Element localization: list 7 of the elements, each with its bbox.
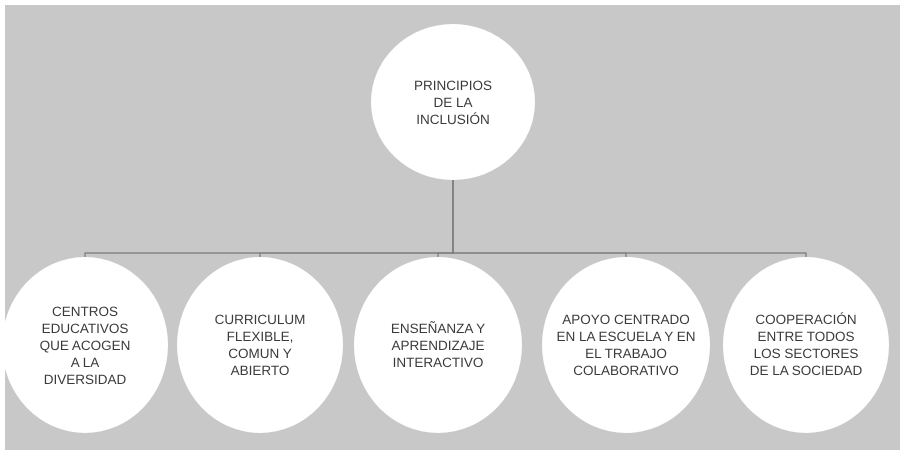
- node-text: CURRICULUM FLEXIBLE, COMUN Y ABIERTO: [214, 311, 306, 379]
- node-text: ENSEÑANZA Y APRENDIZAJE INTERACTIVO: [390, 320, 486, 370]
- node-text: PRINCIPIOS DE LA INCLUSIÓN: [412, 76, 493, 128]
- node-text: CENTROS EDUCATIVOS QUE ACOGEN A LA DIVERSIDAD: [38, 302, 132, 388]
- connector-line: [452, 180, 807, 258]
- node-text: COOPERACIÓN ENTRE TODOS LOS SECTORES DE LA SOCIEDAD: [748, 311, 864, 379]
- node-text: APOYO CENTRADO EN LA ESCUELA Y EN EL TRABAJO COLABORATIVO: [556, 311, 696, 379]
